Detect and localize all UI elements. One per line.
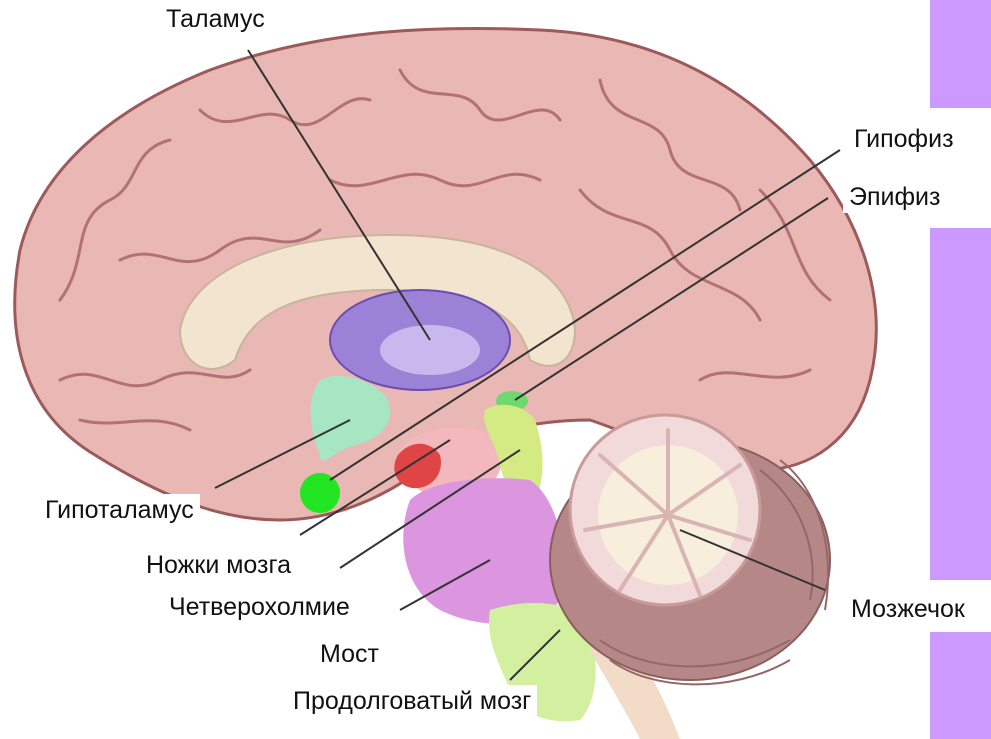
hypothalamus-region xyxy=(310,375,391,461)
label-peduncles: Ножки мозга xyxy=(140,549,297,581)
label-thalamus: Таламус xyxy=(160,3,271,35)
label-pituitary: Гипофиз xyxy=(848,123,960,155)
label-hypothalamus: Гипоталамус xyxy=(39,494,200,526)
leader-medulla xyxy=(509,629,561,681)
leader-cerebellum xyxy=(679,529,826,591)
leader-pituitary xyxy=(329,149,841,481)
cerebellum-folia xyxy=(599,459,829,686)
leader-peduncles xyxy=(299,439,451,536)
label-quadrigemina: Четверохолмие xyxy=(163,591,356,623)
label-pineal: Эпифиз xyxy=(843,181,947,213)
label-medulla: Продолговатый мозг xyxy=(287,685,538,717)
leader-quadrigemina xyxy=(339,449,521,569)
pituitary-region xyxy=(300,473,340,513)
leader-pons xyxy=(399,559,491,611)
pons-region xyxy=(403,478,564,624)
label-pons: Мост xyxy=(314,638,385,670)
leader-thalamus xyxy=(247,49,431,341)
cortex-gyri xyxy=(58,68,832,432)
leader-pineal xyxy=(514,197,829,401)
red-region xyxy=(394,443,441,489)
thalamus-highlight xyxy=(380,325,480,375)
label-cerebellum: Мозжечок xyxy=(845,593,971,625)
arbor-vitae-branches xyxy=(583,428,752,597)
leader-lines xyxy=(214,49,841,681)
leader-hypothalamus xyxy=(214,419,351,489)
corpus-callosum xyxy=(178,233,577,370)
side-bar xyxy=(930,0,991,739)
quadrigemina-region xyxy=(483,404,543,501)
